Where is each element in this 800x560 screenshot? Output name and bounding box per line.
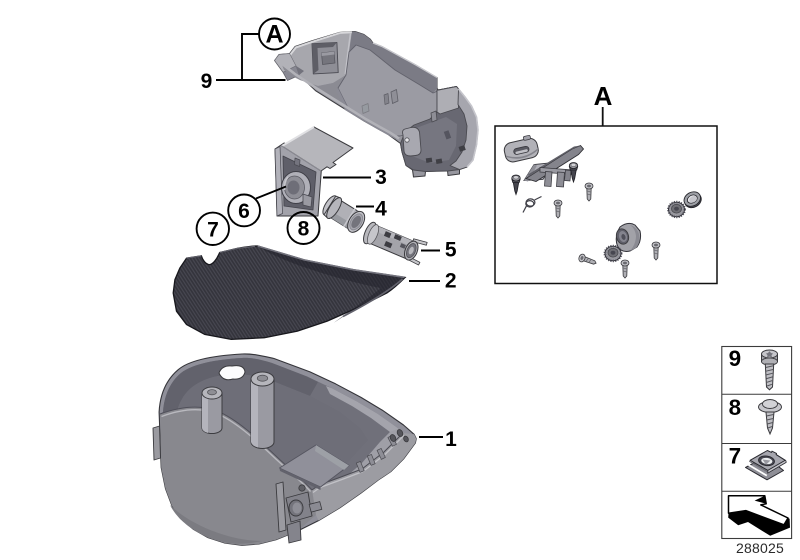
svg-text:6: 6 [238,200,250,223]
svg-text:9: 9 [201,70,213,93]
svg-text:288025: 288025 [736,540,784,556]
svg-text:A: A [594,81,613,111]
svg-text:9: 9 [729,346,742,371]
svg-text:8: 8 [729,395,742,420]
svg-text:7: 7 [207,219,219,242]
svg-text:7: 7 [729,444,742,469]
svg-text:A: A [265,21,283,49]
svg-text:4: 4 [375,198,387,221]
svg-text:3: 3 [375,166,387,189]
svg-text:8: 8 [298,218,310,241]
svg-text:1: 1 [445,428,457,451]
svg-text:5: 5 [445,238,457,261]
svg-text:2: 2 [445,269,457,292]
